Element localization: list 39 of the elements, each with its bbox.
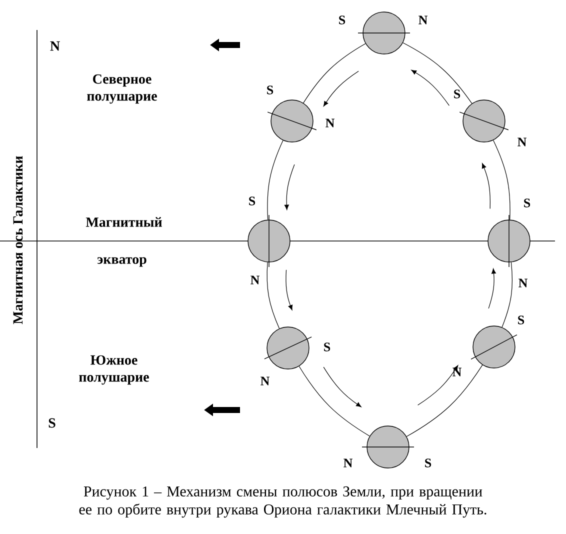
earth-drawing <box>488 214 530 268</box>
caption: Рисунок 1 – Механизм смены полюсов Земли, при вращении ее по орбите внутри рукава Ориона галактики Млечный Путь. <box>79 486 486 518</box>
pole-label: N <box>260 376 270 386</box>
label-text: экватор <box>97 257 146 267</box>
orbit-arc <box>406 364 483 437</box>
earth-drawing <box>267 100 317 142</box>
pole-label: S <box>454 90 460 98</box>
orbit-arc <box>303 43 366 104</box>
earth-drawing <box>264 326 312 370</box>
earth-drawing <box>459 100 509 142</box>
label-text: S <box>48 418 56 428</box>
orbit-arc <box>402 42 472 104</box>
label-text: Северное полушарие <box>87 74 157 104</box>
pole-label: N <box>326 118 335 128</box>
pole-label: S <box>339 16 346 24</box>
pole-label: S <box>267 86 274 94</box>
pole-label: N <box>344 458 353 468</box>
pole-label: N <box>518 278 528 288</box>
earth-drawing <box>358 12 410 54</box>
earth-drawing <box>248 214 290 268</box>
label-text: Южное полушарие <box>79 355 149 385</box>
pole-label: S <box>524 198 530 208</box>
pole-label: N <box>250 276 260 284</box>
orbit-arc <box>502 262 513 328</box>
label-text: Магнитный <box>86 217 162 227</box>
label-text: N <box>50 41 60 51</box>
pole-label: S <box>425 458 432 468</box>
orbit-arc <box>298 366 370 436</box>
pole-label: N <box>418 16 428 24</box>
earth-drawing <box>470 326 518 368</box>
pole-label: S <box>249 196 256 206</box>
label-text: Магнитная ось Галактики <box>13 156 23 324</box>
orbit-arc <box>492 140 510 220</box>
earth-drawing <box>362 426 414 468</box>
pole-label: S <box>324 342 330 352</box>
pole-label: S <box>518 316 524 324</box>
pole-label: N <box>518 138 527 146</box>
orbit-arc <box>267 140 284 220</box>
orbit-arc <box>266 262 280 329</box>
